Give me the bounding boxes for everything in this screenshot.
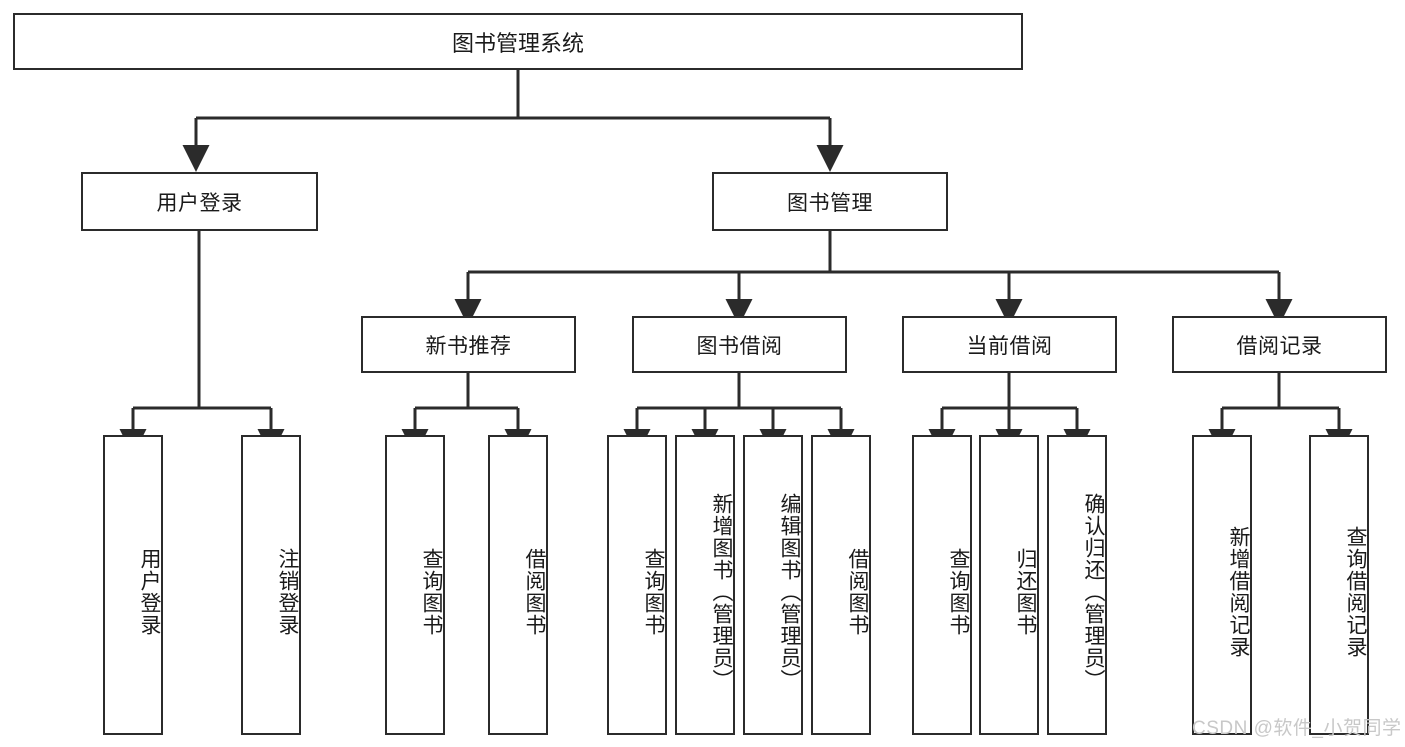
node-label: 归还图书 [1014, 548, 1037, 636]
node-label: 新增图书（管理员） [710, 493, 733, 691]
node-label: 借阅记录 [1236, 334, 1323, 358]
node-label: 编辑图书（管理员） [778, 493, 801, 691]
node-borrow-record[interactable]: 借阅记录 [1172, 316, 1387, 373]
watermark-text: CSDN @软件_小贺同学 [1192, 718, 1402, 739]
node-new-book-recommend[interactable]: 新书推荐 [361, 316, 576, 373]
leaf-edit-book-admin[interactable]: 编辑图书（管理员） [743, 435, 803, 735]
leaf-query-book-current[interactable]: 查询图书 [912, 435, 972, 735]
node-current-borrow[interactable]: 当前借阅 [902, 316, 1117, 373]
leaf-return-book[interactable]: 归还图书 [979, 435, 1039, 735]
node-label: 图书管理系统 [451, 30, 584, 56]
node-book-management[interactable]: 图书管理 [712, 172, 948, 231]
leaf-query-borrow-record[interactable]: 查询借阅记录 [1309, 435, 1369, 735]
node-label: 借阅图书 [846, 548, 869, 636]
node-label: 新增借阅记录 [1227, 526, 1250, 658]
node-label: 图书管理 [787, 191, 873, 215]
node-label: 用户登录 [138, 548, 161, 636]
leaf-confirm-return-admin[interactable]: 确认归还（管理员） [1047, 435, 1107, 735]
leaf-query-book-new[interactable]: 查询图书 [385, 435, 445, 735]
leaf-logout[interactable]: 注销登录 [241, 435, 301, 735]
node-label: 新书推荐 [425, 334, 512, 358]
node-label: 查询借阅记录 [1344, 526, 1367, 658]
leaf-borrow-book-borrow[interactable]: 借阅图书 [811, 435, 871, 735]
node-label: 查询图书 [642, 548, 665, 636]
leaf-add-borrow-record[interactable]: 新增借阅记录 [1192, 435, 1252, 735]
node-label: 借阅图书 [523, 548, 546, 636]
node-root-book-management-system[interactable]: 图书管理系统 [13, 13, 1023, 70]
node-label: 确认归还（管理员） [1082, 493, 1105, 691]
node-label: 图书借阅 [696, 334, 783, 358]
node-label: 查询图书 [947, 548, 970, 636]
leaf-add-book-admin[interactable]: 新增图书（管理员） [675, 435, 735, 735]
node-user-login[interactable]: 用户登录 [81, 172, 318, 231]
node-label: 查询图书 [420, 548, 443, 636]
node-label: 用户登录 [156, 191, 243, 215]
leaf-user-login[interactable]: 用户登录 [103, 435, 163, 735]
node-label: 当前借阅 [966, 334, 1053, 358]
node-book-borrow[interactable]: 图书借阅 [632, 316, 847, 373]
leaf-query-book-borrow[interactable]: 查询图书 [607, 435, 667, 735]
node-label: 注销登录 [276, 548, 299, 636]
leaf-borrow-book-new[interactable]: 借阅图书 [488, 435, 548, 735]
